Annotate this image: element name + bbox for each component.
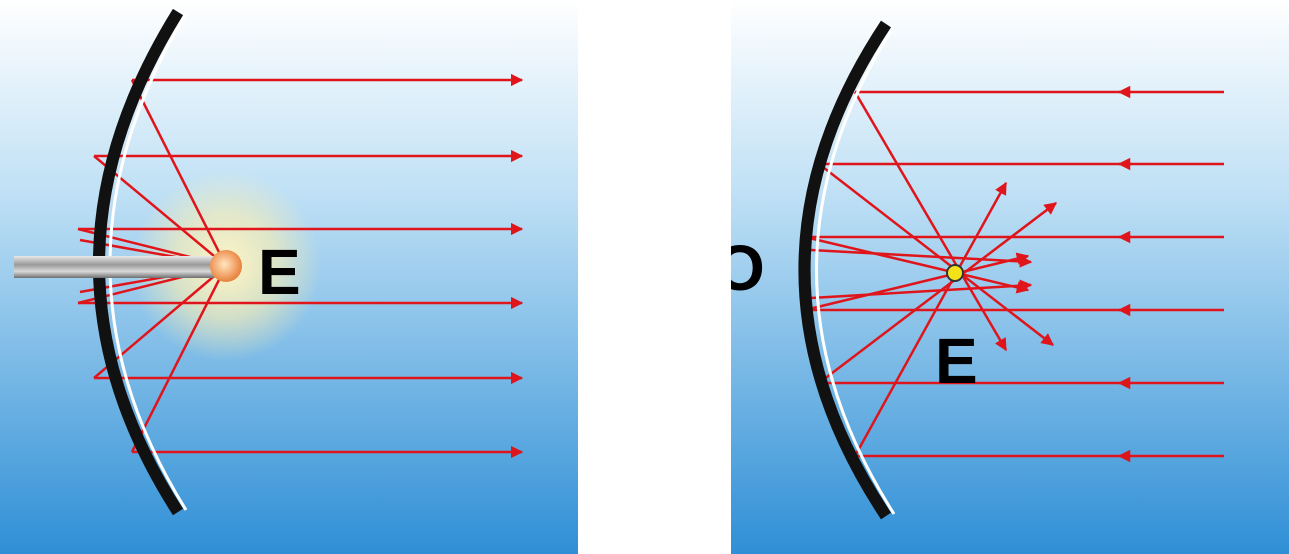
right-diagram-focusing: O E <box>731 0 1289 554</box>
left-focus-label: E <box>258 236 301 308</box>
vertex-label: O <box>731 232 765 304</box>
right-background <box>731 0 1289 554</box>
focus-point <box>947 265 963 281</box>
lamp-rod <box>14 256 214 278</box>
left-diagram-svg: E <box>0 0 578 554</box>
right-diagram-svg: O E <box>731 0 1289 554</box>
lamp-bulb <box>210 250 242 282</box>
left-diagram-headlight: E <box>0 0 578 554</box>
right-focus-label: E <box>935 325 978 397</box>
